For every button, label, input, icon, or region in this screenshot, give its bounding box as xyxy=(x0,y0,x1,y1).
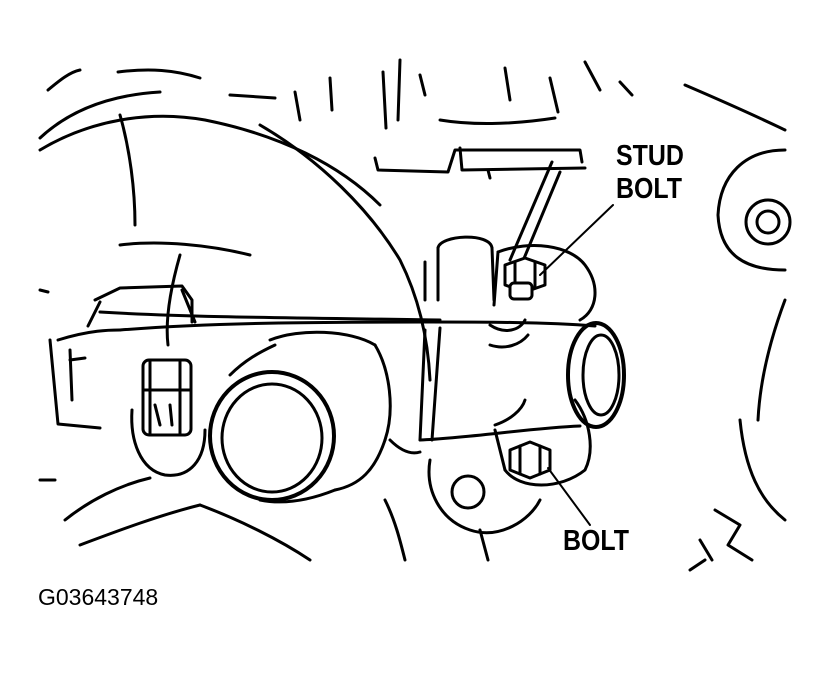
stud-bolt-label-line2: BOLT xyxy=(616,173,683,205)
leader-lines xyxy=(539,204,614,526)
stud-bolt-label-line1: STUD xyxy=(616,140,684,172)
lower-boss xyxy=(427,458,542,562)
bolt-leader xyxy=(547,467,591,526)
lower-bolt xyxy=(508,440,552,480)
figure-id: G03643748 xyxy=(38,584,159,610)
bolt-label: BOLT xyxy=(563,525,630,557)
stud-bolt-label: STUD BOLT xyxy=(616,140,684,206)
thermostat-housing-body xyxy=(48,284,597,455)
stud-bolt xyxy=(503,256,547,301)
right-casting xyxy=(683,83,792,572)
outlet-pipe-end xyxy=(566,321,626,429)
upper-left-shroud xyxy=(38,68,382,227)
upper-boss xyxy=(423,235,496,302)
lower-left-block xyxy=(38,476,407,562)
stud-bolt-leader xyxy=(539,204,614,276)
inlet-pipe xyxy=(208,330,392,504)
upper-casting xyxy=(373,58,634,270)
temperature-sensor xyxy=(130,358,207,477)
